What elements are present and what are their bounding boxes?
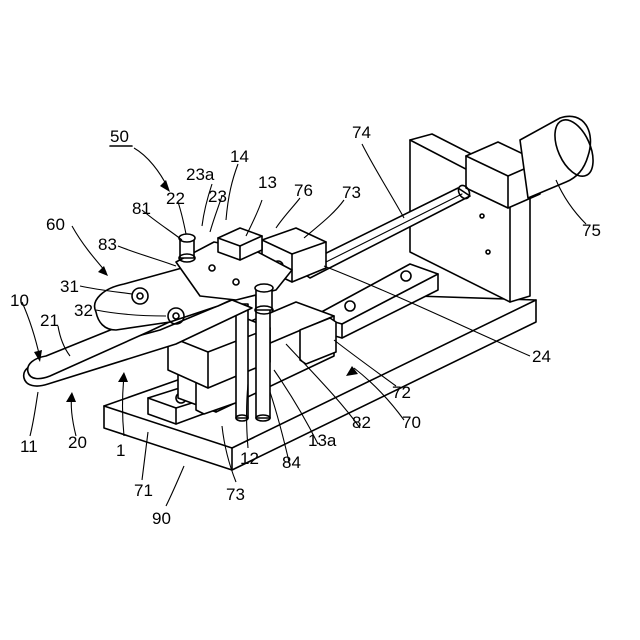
label-74: 74	[352, 123, 371, 142]
label-31: 31	[60, 277, 79, 296]
label-82: 82	[352, 413, 371, 432]
label-20: 20	[68, 433, 87, 452]
arrow-60	[98, 266, 108, 276]
pivot-pin-left	[179, 234, 195, 262]
label-22: 22	[166, 189, 185, 208]
label-76: 76	[294, 181, 313, 200]
label-90: 90	[152, 509, 171, 528]
label-13: 13	[258, 173, 277, 192]
label-10: 10	[10, 291, 29, 310]
label-14: 14	[230, 147, 249, 166]
label-11: 11	[20, 437, 38, 456]
label-73-top: 73	[342, 183, 361, 202]
label-81: 81	[132, 199, 151, 218]
label-23: 23	[208, 187, 227, 206]
label-73-bottom: 73	[226, 485, 245, 504]
label-72: 72	[392, 383, 411, 402]
label-60: 60	[46, 215, 65, 234]
label-23a: 23a	[186, 165, 215, 184]
label-50: 50	[110, 127, 129, 146]
label-32: 32	[74, 301, 93, 320]
label-12: 12	[240, 449, 259, 468]
pivot-pin-right	[255, 284, 273, 314]
label-70: 70	[402, 413, 421, 432]
arrow-20	[66, 392, 76, 402]
label-1: 1	[116, 441, 125, 460]
label-75: 75	[582, 221, 601, 240]
label-13a: 13a	[308, 431, 337, 450]
label-24: 24	[532, 347, 551, 366]
arrow-50	[160, 180, 170, 192]
label-21: 21	[40, 311, 59, 330]
label-84: 84	[282, 453, 301, 472]
label-83: 83	[98, 235, 117, 254]
motor	[466, 114, 601, 208]
arrow-1	[118, 372, 128, 382]
label-71: 71	[134, 481, 153, 500]
